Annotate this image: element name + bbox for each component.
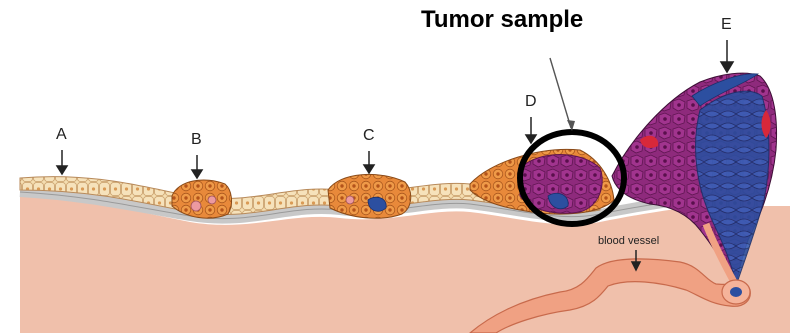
title-pointer-line xyxy=(550,58,571,128)
stage-label-c: C xyxy=(363,127,375,145)
stage-c-lesion xyxy=(328,174,411,218)
stage-label-b: B xyxy=(191,131,202,149)
stage-label-a: A xyxy=(56,126,67,144)
diagram-title: Tumor sample xyxy=(421,6,583,34)
blood-vessel-label: blood vessel xyxy=(598,235,659,247)
stage-label-d: D xyxy=(525,93,537,111)
stage-label-e: E xyxy=(721,16,732,34)
stage-b-lesion xyxy=(172,180,232,218)
